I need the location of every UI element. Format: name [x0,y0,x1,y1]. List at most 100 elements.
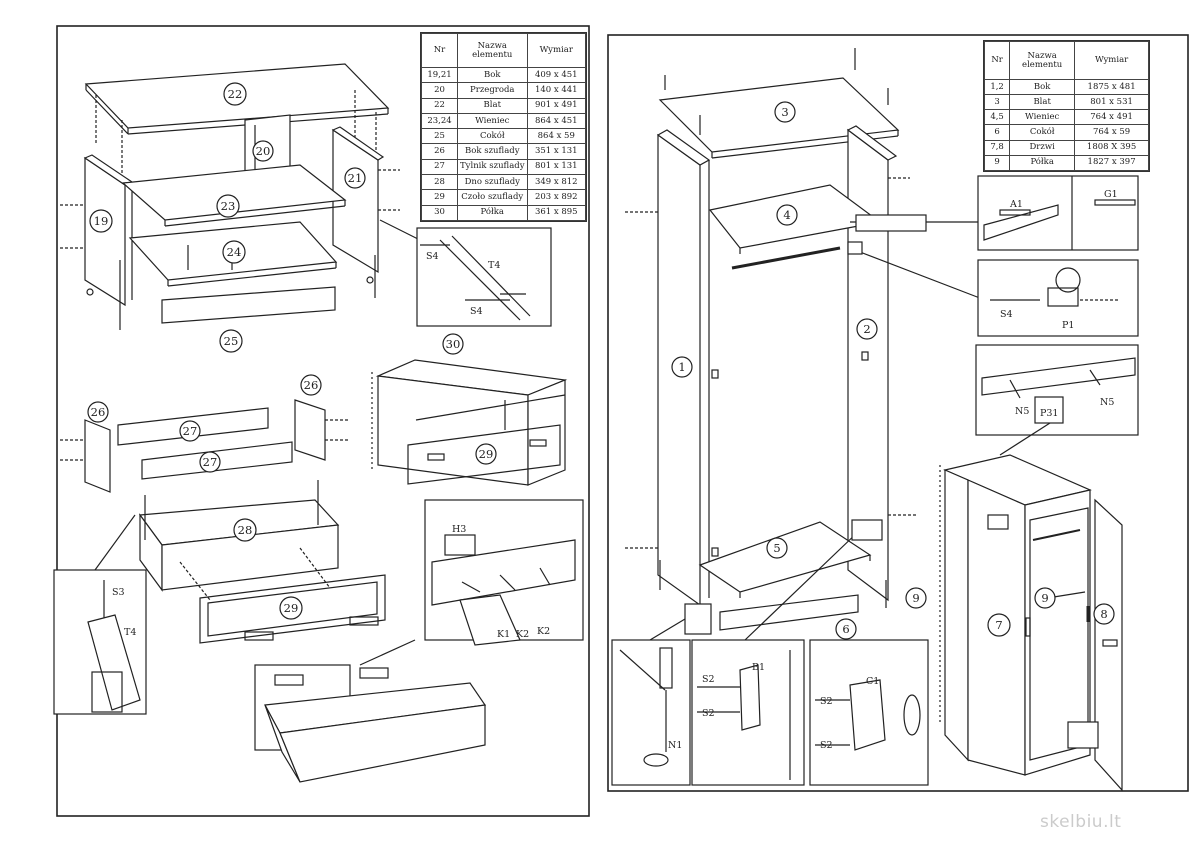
hw-label-b1: B1 [752,662,765,673]
cell-nr: 23,24 [421,112,458,130]
cell-size: 351 x 131 [526,143,587,160]
part-number-23: 23 [221,199,236,213]
cell-size: 764 x 59 [1074,124,1149,141]
right-page-frame [607,34,1189,792]
cell-name: Wieniec [1009,109,1076,126]
table-header-nr: Nr [983,41,1011,80]
cell-name: Bok [457,66,528,84]
cell-nr: 7,8 [983,139,1011,156]
hw-label-s2-a: S2 [702,674,715,685]
cell-size: 901 x 491 [526,97,587,114]
cell-size: 140 x 441 [526,82,587,99]
cell-size: 801 x 131 [526,158,587,176]
hw-label-n5-b: N5 [1100,397,1114,408]
cell-nr: 20 [421,82,458,99]
cell-nr: 4,5 [983,109,1011,126]
part-number-21: 21 [348,171,363,185]
part-number-27-upper: 27 [183,424,198,438]
cell-nr: 27 [421,158,458,176]
table-header-size: Wymiar [526,33,587,68]
hw-label-s2-c: S2 [820,696,833,707]
hw-label-n1: N1 [668,740,682,751]
hw-label-s4-c: S4 [1000,309,1013,320]
hw-label-s2-d: S2 [820,740,833,751]
cell-size: 864 x 451 [526,112,587,130]
cell-name: Cokół [457,128,528,145]
cell-name: Cokół [1009,124,1076,141]
cell-name: Bok [1009,78,1076,96]
part-number-29-cabinet: 29 [479,447,494,461]
hw-label-c1: C1 [866,676,879,687]
cell-nr: 28 [421,174,458,191]
detail-box-s4-p1 [977,259,1139,337]
cell-nr: 3 [983,94,1011,111]
part-number-28: 28 [238,523,253,537]
cell-name: Wieniec [457,112,528,130]
cell-nr: 6 [983,124,1011,141]
hw-label-n5-a: N5 [1015,406,1029,417]
part-number-25: 25 [224,334,239,348]
table-header-name: Nazwa elementu [1009,41,1076,80]
cell-size: 1827 x 397 [1074,154,1149,172]
part-number-8: 8 [1100,607,1107,621]
cell-size: 1808 X 395 [1074,139,1149,156]
cell-nr: 22 [421,97,458,114]
table-header-nr: Nr [421,33,458,68]
hw-label-k1: K1 [497,629,510,640]
drawer-detail-bottom [254,639,487,783]
part-number-4: 4 [783,208,790,222]
part-number-29-front: 29 [284,601,299,615]
hw-label-s3: S3 [112,587,125,598]
detail-box-s2-c1 [809,639,929,786]
hw-label-p31: P31 [1040,408,1058,419]
detail-box-n1 [611,639,691,786]
part-number-24: 24 [227,245,242,259]
cell-name: Przegroda [457,82,528,99]
cell-nr: 25 [421,128,458,145]
hw-label-t4-a: T4 [488,260,500,271]
hw-label-s4-b: S4 [470,306,483,317]
cell-size: 203 x 892 [526,189,587,206]
left-page-frame [56,25,590,817]
hw-label-k2-a: K2 [516,629,529,640]
cell-size: 864 x 59 [526,128,587,145]
cell-nr: 9 [983,154,1011,172]
cell-size: 349 x 812 [526,174,587,191]
cell-nr: 26 [421,143,458,160]
hw-label-t4-b: T4 [124,627,136,638]
part-number-27-lower: 27 [203,455,218,469]
part-number-7: 7 [995,618,1002,632]
part-number-9-outer: 9 [912,591,919,605]
hw-label-g1: G1 [1104,189,1118,200]
detail-box-s4-t4 [416,227,552,327]
cell-name: Tylnik szuflady [457,158,528,176]
part-number-19: 19 [94,214,109,228]
cell-size: 361 x 895 [526,204,587,222]
cell-size: 409 x 451 [526,66,587,84]
cell-nr: 1,2 [983,78,1011,96]
detail-box-h3-k [424,499,584,646]
part-number-5: 5 [773,541,780,555]
detail-box-s2-b1 [691,639,805,786]
cell-name: Półka [457,204,528,222]
part-number-30: 30 [446,337,461,351]
part-number-26-left: 26 [91,405,106,419]
cell-name: Dno szuflady [457,174,528,191]
table-header-size: Wymiar [1074,41,1149,80]
assembled-cabinet-30 [371,359,568,486]
detail-box-a1-g1 [977,175,1139,251]
part-number-20: 20 [256,144,271,158]
cell-size: 764 x 491 [1074,109,1149,126]
hw-label-a1: A1 [1009,199,1023,210]
